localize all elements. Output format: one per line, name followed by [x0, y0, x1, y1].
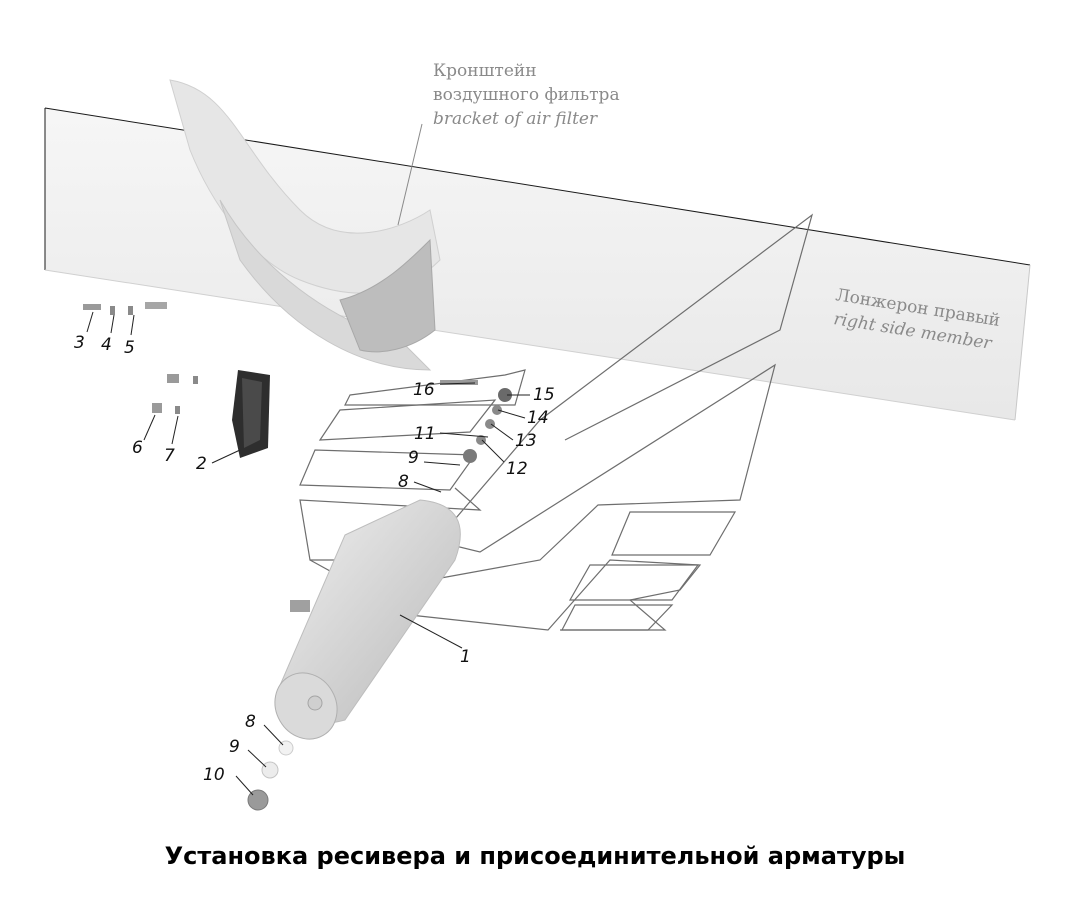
callout-10: 10 — [203, 765, 225, 785]
callout-12: 12 — [506, 459, 528, 479]
bracket-note-ru-line1: Кронштейн — [433, 61, 537, 81]
callout-8-upper: 8 — [398, 472, 409, 492]
callout-15: 15 — [533, 385, 555, 405]
receiver-bracket-plate — [232, 370, 270, 458]
bracket-note-ru-line2: воздушного фильтра — [433, 85, 620, 105]
callout-9-lower: 9 — [229, 737, 240, 757]
callout-14: 14 — [527, 408, 549, 428]
air-receiver-tank — [274, 499, 461, 740]
callout-9-upper: 9 — [408, 448, 419, 468]
fastener-group-left — [83, 302, 198, 414]
callout-4: 4 — [101, 335, 112, 355]
callout-8-lower: 8 — [245, 712, 256, 732]
drain-plugs — [247, 740, 294, 811]
air-filter-bracket — [169, 79, 441, 371]
figure-caption: Установка ресивера и присоединительной а… — [164, 842, 906, 870]
bracket-note-en: bracket of air filter — [433, 109, 598, 129]
callout-2: 2 — [196, 454, 207, 474]
callout-13: 13 — [515, 431, 537, 451]
leader-lines — [86, 123, 530, 796]
callout-6: 6 — [132, 438, 143, 458]
callout-5: 5 — [124, 338, 135, 358]
callout-1: 1 — [460, 647, 471, 667]
callout-7: 7 — [164, 446, 175, 466]
callout-16: 16 — [413, 380, 435, 400]
fitting-assembly — [440, 380, 512, 463]
callout-3: 3 — [74, 333, 85, 353]
callout-11: 11 — [414, 424, 436, 444]
